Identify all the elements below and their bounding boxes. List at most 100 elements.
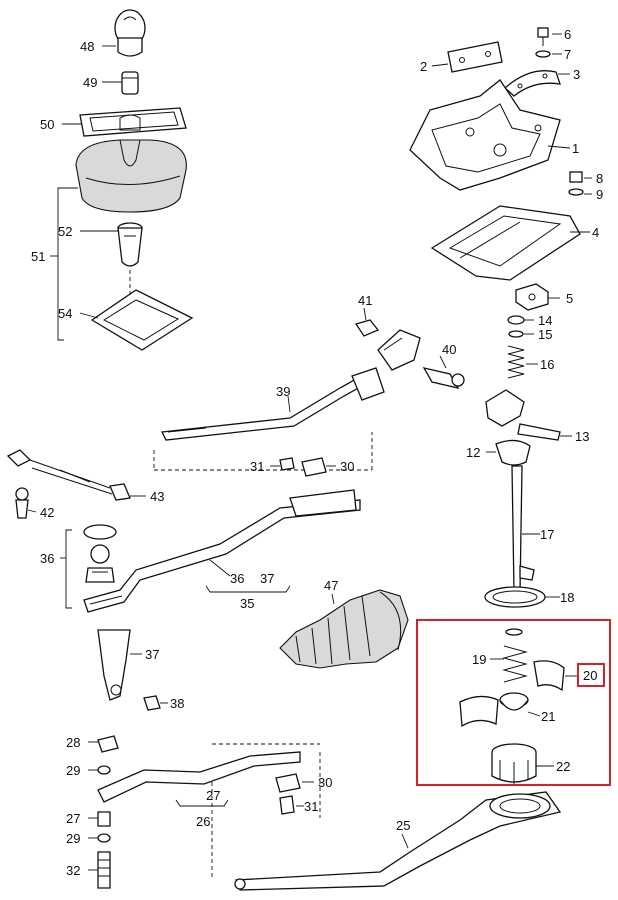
callout-28: 28 (66, 735, 80, 750)
shift-rod (511, 465, 535, 593)
boot-frame (79, 107, 187, 137)
bushing-27 (97, 811, 111, 827)
callout-22: 22 (556, 759, 570, 774)
callout-18: 18 (560, 590, 574, 605)
callout-37-mid: 37 (260, 571, 274, 586)
clip-30-lower (275, 773, 301, 793)
callout-27-mid: 27 (206, 788, 220, 803)
spring-19 (502, 645, 528, 683)
callout-29-upper: 29 (66, 763, 80, 778)
highlight-box (416, 619, 611, 786)
callout-36-mid: 36 (230, 571, 244, 586)
callout-54: 54 (58, 306, 72, 321)
boot-seal-frame (90, 270, 194, 351)
bolt-31-lower (279, 795, 295, 815)
pin-40 (422, 367, 465, 389)
ball-stud-42 (15, 487, 29, 519)
callout-20-frame (577, 663, 605, 687)
clip-30-upper (301, 457, 327, 477)
callout-37-lever: 37 (145, 647, 159, 662)
callout-32: 32 (66, 863, 80, 878)
bolt-32 (97, 851, 111, 889)
callout-31-upper: 31 (250, 459, 264, 474)
selector-rod (83, 489, 361, 613)
callout-2: 2 (420, 59, 427, 74)
bush-kit-36 (83, 524, 117, 583)
callout-30-upper: 30 (340, 459, 354, 474)
bracket-28 (97, 735, 119, 753)
ring-seal-18 (484, 586, 546, 608)
callout-26: 26 (196, 814, 210, 829)
mounting-bracket (409, 79, 561, 191)
callout-20-highlight[interactable]: 20 (577, 663, 605, 687)
callout-7: 7 (564, 47, 571, 62)
callout-51: 51 (31, 249, 45, 264)
shift-lever-insert (117, 222, 143, 267)
callout-4: 4 (592, 225, 599, 240)
bracket-plate (447, 41, 503, 73)
callout-43: 43 (150, 489, 164, 504)
shift-rod-25 (234, 791, 562, 891)
callout-30-lower: 30 (318, 775, 332, 790)
lever-26 (97, 751, 301, 803)
coupling-rod-43 (6, 449, 131, 501)
lever-37 (97, 629, 131, 701)
bearing-shell-20 (459, 660, 578, 728)
callout-36-left: 36 (40, 551, 54, 566)
callout-labels: 48 49 50 51 52 54 2 6 7 3 1 8 9 4 5 14 1… (31, 27, 603, 878)
callout-40: 40 (442, 342, 456, 357)
callout-41: 41 (358, 293, 372, 308)
callout-20: 20 (583, 668, 597, 683)
nut-38 (143, 695, 161, 711)
callout-3: 3 (573, 67, 580, 82)
callout-47: 47 (324, 578, 338, 593)
bushing-29-lower (97, 833, 111, 843)
callout-13: 13 (575, 429, 589, 444)
callout-6: 6 (564, 27, 571, 42)
shift-boot (75, 139, 187, 213)
callout-38: 38 (170, 696, 184, 711)
callout-42: 42 (40, 505, 54, 520)
callout-19: 19 (472, 652, 486, 667)
callout-14: 14 (538, 313, 552, 328)
callout-39: 39 (276, 384, 290, 399)
callout-12: 12 (466, 445, 480, 460)
callout-48: 48 (80, 39, 94, 54)
spring-16 (507, 345, 525, 379)
callout-15: 15 (538, 327, 552, 342)
support-frame (430, 205, 581, 281)
callout-5: 5 (566, 291, 573, 306)
pivot-ball-41 (354, 319, 380, 337)
gear-knob (114, 9, 146, 57)
retainer-14 (507, 315, 525, 325)
callout-29-lower: 29 (66, 831, 80, 846)
bushing-29-upper (97, 765, 111, 775)
callout-16: 16 (540, 357, 554, 372)
callout-49: 49 (83, 75, 97, 90)
shift-rod-39 (161, 367, 385, 441)
guide-block (515, 283, 549, 311)
callout-27-left: 27 (66, 811, 80, 826)
callout-25: 25 (396, 818, 410, 833)
knob-adapter (121, 71, 139, 95)
rubber-boot-47 (279, 589, 409, 669)
lever-bracket (377, 329, 421, 371)
washer-15 (508, 330, 524, 338)
ring-nut-22 (491, 743, 537, 784)
bolt-31-upper (279, 457, 295, 471)
selector-lever (485, 389, 561, 466)
washer-9 (568, 188, 584, 196)
ball-seat-21 (499, 692, 529, 711)
callout-35: 35 (240, 596, 254, 611)
circlip (505, 628, 523, 636)
bolt-6 (537, 27, 549, 46)
callout-17: 17 (540, 527, 554, 542)
callout-50: 50 (40, 117, 54, 132)
callout-21: 21 (541, 709, 555, 724)
callout-9: 9 (596, 187, 603, 202)
nut-8 (569, 171, 583, 183)
callout-31-lower: 31 (304, 799, 318, 814)
callout-8: 8 (596, 171, 603, 186)
